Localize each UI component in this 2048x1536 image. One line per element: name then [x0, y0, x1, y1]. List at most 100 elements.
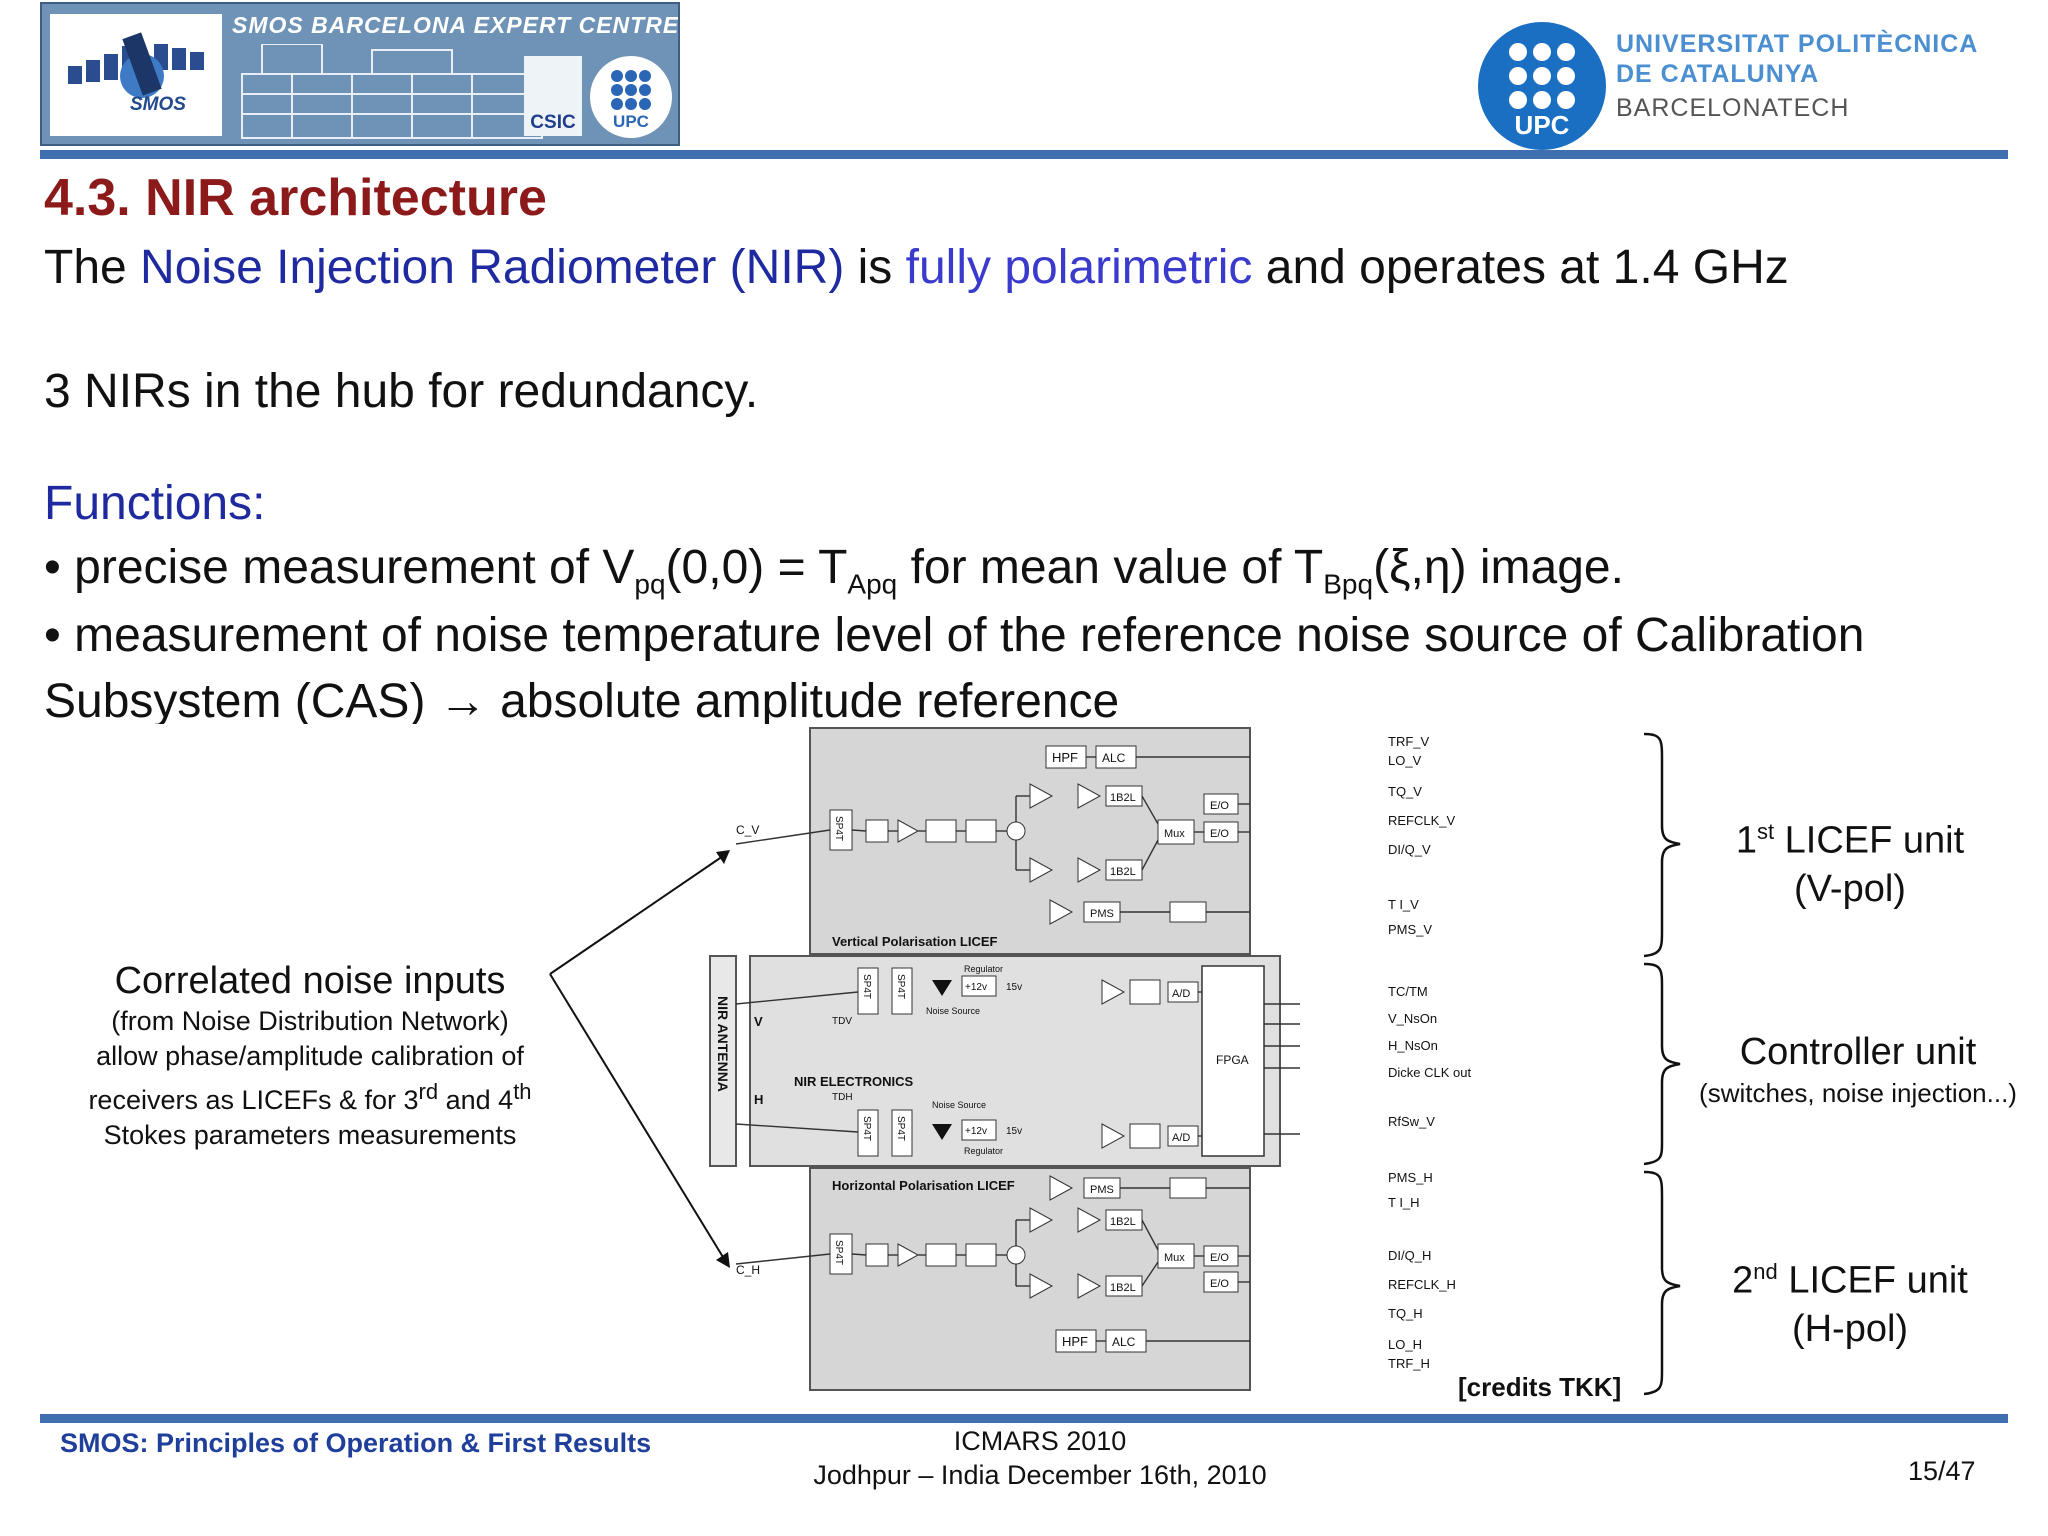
bullet1-part-c: for mean value of T [897, 541, 1324, 594]
arrow-head-ch [716, 1252, 730, 1268]
page-number: 15/47 [1908, 1456, 1976, 1486]
integrator-h [1169, 1177, 1207, 1199]
tdh-label: TDH [832, 1092, 853, 1103]
ad-label-h: A/D [1172, 1132, 1190, 1144]
amp-pms-h [1049, 1175, 1074, 1201]
amp-ad-h [1101, 1123, 1126, 1149]
amp-hi2 [1077, 1207, 1102, 1233]
filter-ad-v [1129, 979, 1161, 1005]
ad-label-v: A/D [1172, 988, 1190, 1000]
arrow-to-cv [549, 853, 727, 975]
upc-dots-icon [1509, 43, 1575, 109]
amp-vq2 [1077, 857, 1102, 883]
signal-list-h: PMS_H T I_H DI/Q_H REFCLK_H TQ_H LO_H TR… [1388, 1168, 1456, 1373]
v15-label-h: 15v [1006, 1126, 1022, 1137]
building-icon [241, 44, 543, 139]
upc-logo-text: UPC [1514, 110, 1570, 140]
annotation-sup-th: th [513, 1079, 532, 1104]
signal-tctm: TC/TM [1388, 984, 1428, 999]
licef2-sup: nd [1753, 1259, 1778, 1284]
redundancy-line: 3 NIRs in the hub for redundancy. [44, 365, 759, 418]
nir-antenna-box [709, 955, 737, 1167]
controller-sub: (switches, noise injection...) [1699, 1078, 2017, 1108]
nir-antenna-label: NIR ANTENNA [715, 996, 731, 1092]
annotation-line2: allow phase/amplitude calibration of [96, 1041, 524, 1071]
braces [1643, 732, 1681, 1396]
signal-rfsw-v: RfSw_V [1388, 1114, 1435, 1129]
upc-small-text: UPC [613, 112, 649, 131]
annotation-line4: Stokes parameters measurements [103, 1120, 517, 1150]
integrator-v [1169, 901, 1207, 923]
mux-h [1157, 1243, 1195, 1269]
alc-label-h: ALC [1112, 1335, 1136, 1349]
signal-pms-v: PMS_V [1388, 922, 1433, 937]
cv-label: C_V [736, 823, 759, 837]
circulator-v [865, 819, 889, 843]
intro-polarimetric: fully polarimetric [905, 241, 1253, 294]
signal-lo-v: LO_V [1388, 753, 1422, 768]
signal-trf-h: TRF_H [1388, 1356, 1430, 1371]
noise-source-label-h: Noise Source [932, 1100, 986, 1110]
signal-list-mid: TC/TM V_NsOn H_NsOn Dicke CLK out RfSw_V [1388, 982, 1471, 1131]
correlated-noise-annotation: Correlated noise inputs (from Noise Dist… [60, 958, 560, 1153]
sp4t-mid1 [857, 967, 879, 1015]
mixer-v [1006, 821, 1026, 841]
fpga-block [1201, 965, 1265, 1157]
signal-lo-h: LO_H [1388, 1337, 1422, 1352]
filter-v [925, 819, 957, 843]
sp4t-label-mid1: SP4T [861, 974, 872, 999]
fpga-label: FPGA [1216, 1053, 1249, 1067]
satellite-icon [68, 32, 204, 98]
university-line2: DE CATALUNYA [1616, 60, 1820, 88]
amp-ad-v [1101, 979, 1126, 1005]
arrow-head-cv [716, 850, 730, 864]
upc-small-logo: UPC [590, 56, 672, 138]
pms-label-h: PMS [1090, 1184, 1114, 1196]
signal-diq-h: DI/Q_H [1388, 1248, 1432, 1263]
v-port-label: V [754, 1014, 763, 1029]
noise-diode-h [932, 1124, 952, 1140]
bullet-noise-temperature-line2: Subsystem (CAS) → absolute amplitude ref… [44, 675, 1120, 724]
brace-controller [1643, 962, 1681, 1166]
controller-title: Controller unit [1739, 1031, 1977, 1073]
noise-diode-v [932, 980, 952, 996]
upc-circle: UPC [1478, 22, 1606, 150]
horizontal-licef-label: Horizontal Polarisation LICEF [832, 1178, 1015, 1193]
intro-line: The Noise Injection Radiometer (NIR) is … [44, 240, 1789, 295]
hpf-label-v: HPF [1052, 750, 1078, 765]
sp4t-label-mid2: SP4T [895, 974, 906, 999]
mixer-block-h [965, 1243, 997, 1267]
licef2-label: 2nd LICEF unit (H-pol) [1690, 1248, 2010, 1353]
csic-logo: CSIC [524, 56, 582, 136]
signal-ti-h: T I_H [1388, 1195, 1420, 1210]
amp-pms-v [1049, 899, 1074, 925]
sp4t-mid2 [891, 967, 913, 1015]
signal-refclk-h: REFCLK_H [1388, 1277, 1456, 1292]
bullet-noise-temperature-line1: • measurement of noise temperature level… [44, 609, 1865, 662]
regulator-h [961, 1119, 997, 1141]
filter-ad-h [1129, 1123, 1161, 1149]
bullet-precise-measurement: • precise measurement of Vpq(0,0) = TApq… [44, 540, 1624, 601]
b1b2l-label-h2: 1B2L [1110, 1282, 1136, 1294]
smos-bec-banner: SMOS SMOS BARCELONA EXPERT CENTRE CSIC U… [40, 2, 680, 146]
upc-logo: UPC UNIVERSITAT POLITÈCNICA DE CATALUNYA… [1478, 14, 2018, 150]
signal-list-v: TRF_V LO_V TQ_V REFCLK_V DI/Q_V T I_V PM… [1388, 732, 1455, 939]
smos-logo-box [50, 14, 222, 136]
bullet1-sub-apq: Apq [847, 568, 898, 600]
circulator-h [865, 1243, 889, 1267]
sp4t-label-mid3: SP4T [861, 1116, 872, 1141]
upc-dots-icon [611, 70, 651, 110]
banner-title: SMOS BARCELONA EXPERT CENTRE [232, 12, 680, 38]
bullet1-part-d: (ξ,η) image. [1373, 541, 1624, 594]
filter-h [925, 1243, 957, 1267]
bullet1-sub-pq: pq [634, 568, 666, 600]
licef2-num: 2 [1732, 1259, 1754, 1302]
sp4t-label-mid4: SP4T [895, 1116, 906, 1141]
sp4t-label-h: SP4T [833, 1240, 844, 1265]
signal-diq-v: DI/Q_V [1388, 842, 1431, 857]
annotation-line3: receivers as LICEFs & for 3rd and 4th [60, 1074, 560, 1118]
v15-label-v: 15v [1006, 982, 1022, 993]
intro-mid: is [844, 241, 906, 294]
eo-label-v2: E/O [1210, 828, 1229, 840]
wiring [735, 756, 1300, 1342]
